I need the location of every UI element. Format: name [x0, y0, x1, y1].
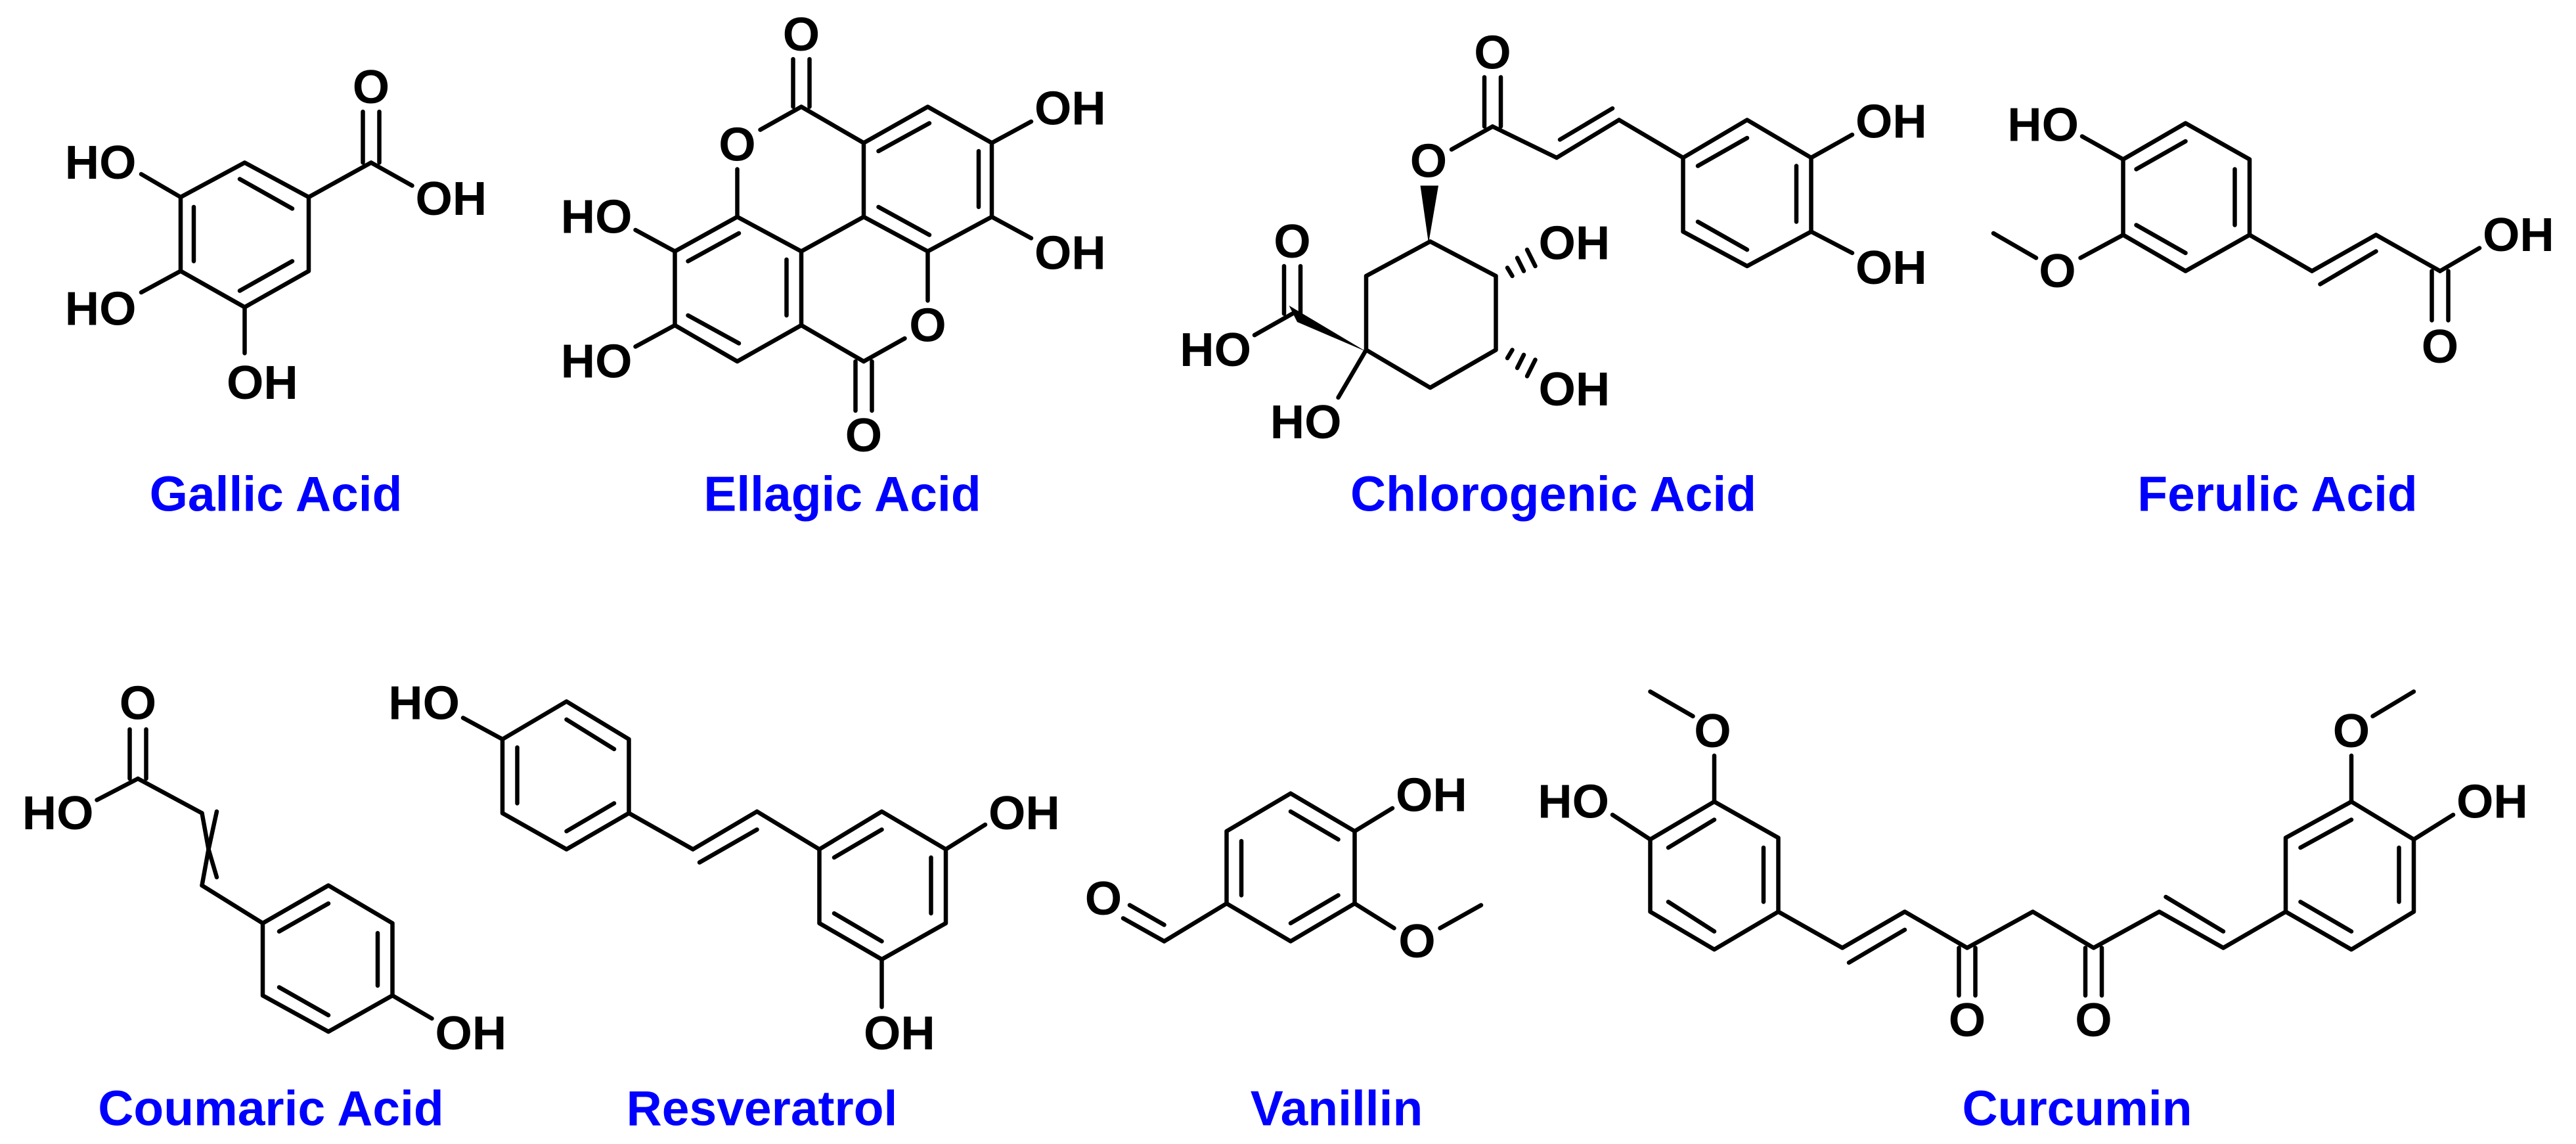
atom-oh: OH	[1855, 241, 1927, 294]
atom-o: O	[1085, 872, 1122, 925]
structure-gallic-acid: O OH HO HO OH Gallic Acid	[65, 60, 487, 522]
atom-o: O	[719, 118, 755, 172]
atom-ho: HO	[561, 335, 633, 388]
atom-o: O	[120, 677, 156, 730]
atom-o: O	[1949, 994, 1986, 1047]
structure-vanillin: O OH O Vanillin	[1085, 769, 1484, 1135]
atom-ho: HO	[1270, 396, 1342, 449]
atom-o: O	[1474, 26, 1511, 80]
atom-oh: OH	[1539, 217, 1610, 270]
structure-chlorogenic-acid: O O OH OH OH OH O HO HO Chlorogenic Acid	[1180, 26, 1927, 522]
atom-oh: OH	[1396, 769, 1467, 822]
atom-o: O	[1274, 215, 1310, 268]
atom-o: O	[909, 299, 946, 352]
structure-ellagic-acid: O O O O OH OH HO HO Ellagic Acid	[561, 8, 1106, 522]
atom-ho: HO	[2007, 99, 2079, 152]
atom-oh: OH	[1034, 227, 1106, 280]
structure-curcumin: HO O O O O OH Curcumin	[1538, 689, 2528, 1135]
atom-oh: OH	[435, 1007, 507, 1060]
atom-o: O	[1410, 135, 1447, 188]
atom-ho: HO	[22, 787, 94, 840]
atom-ho: HO	[65, 283, 137, 336]
atom-oh: OH	[1539, 363, 1610, 416]
atom-oh: OH	[1034, 81, 1106, 135]
atom-o: O	[2039, 244, 2076, 298]
structure-ferulic-acid: HO O OH O Ferulic Acid	[1991, 99, 2554, 522]
atom-o: O	[845, 409, 882, 462]
atom-ho: HO	[388, 677, 460, 730]
atom-oh: OH	[227, 356, 298, 409]
compound-label-ellagic-acid: Ellagic Acid	[703, 467, 981, 522]
compound-label-curcumin: Curcumin	[1962, 1080, 2192, 1135]
atom-o: O	[1694, 704, 1731, 758]
structure-coumaric-acid: O HO OH Coumaric Acid	[22, 677, 507, 1136]
atom-ho: HO	[561, 191, 633, 244]
wedge-bond	[1420, 185, 1438, 243]
atom-oh: OH	[416, 172, 487, 225]
atom-o: O	[353, 60, 389, 114]
atom-ho: HO	[1180, 323, 1251, 377]
structure-resveratrol: HO OH OH Resveratrol	[388, 677, 1060, 1136]
wedge-bond	[1289, 305, 1366, 352]
atom-oh: OH	[988, 787, 1060, 840]
atom-oh: OH	[1855, 95, 1927, 149]
compound-label-ferulic-acid: Ferulic Acid	[2137, 467, 2418, 522]
atom-o: O	[2075, 994, 2112, 1047]
atom-oh: OH	[864, 1007, 935, 1060]
atom-ho: HO	[1538, 775, 1609, 829]
atom-o: O	[2422, 320, 2458, 373]
atom-oh: OH	[2483, 208, 2554, 262]
compound-label-chlorogenic-acid: Chlorogenic Acid	[1350, 467, 1756, 522]
compound-label-gallic-acid: Gallic Acid	[150, 467, 403, 522]
atom-o: O	[2333, 704, 2370, 758]
compound-label-vanillin: Vanillin	[1251, 1080, 1423, 1135]
atom-oh: OH	[2456, 775, 2528, 829]
compound-label-coumaric-acid: Coumaric Acid	[98, 1080, 444, 1135]
atom-o: O	[783, 8, 820, 61]
atom-ho: HO	[65, 136, 137, 189]
compound-label-resveratrol: Resveratrol	[627, 1080, 898, 1135]
atom-o: O	[1398, 915, 1435, 968]
